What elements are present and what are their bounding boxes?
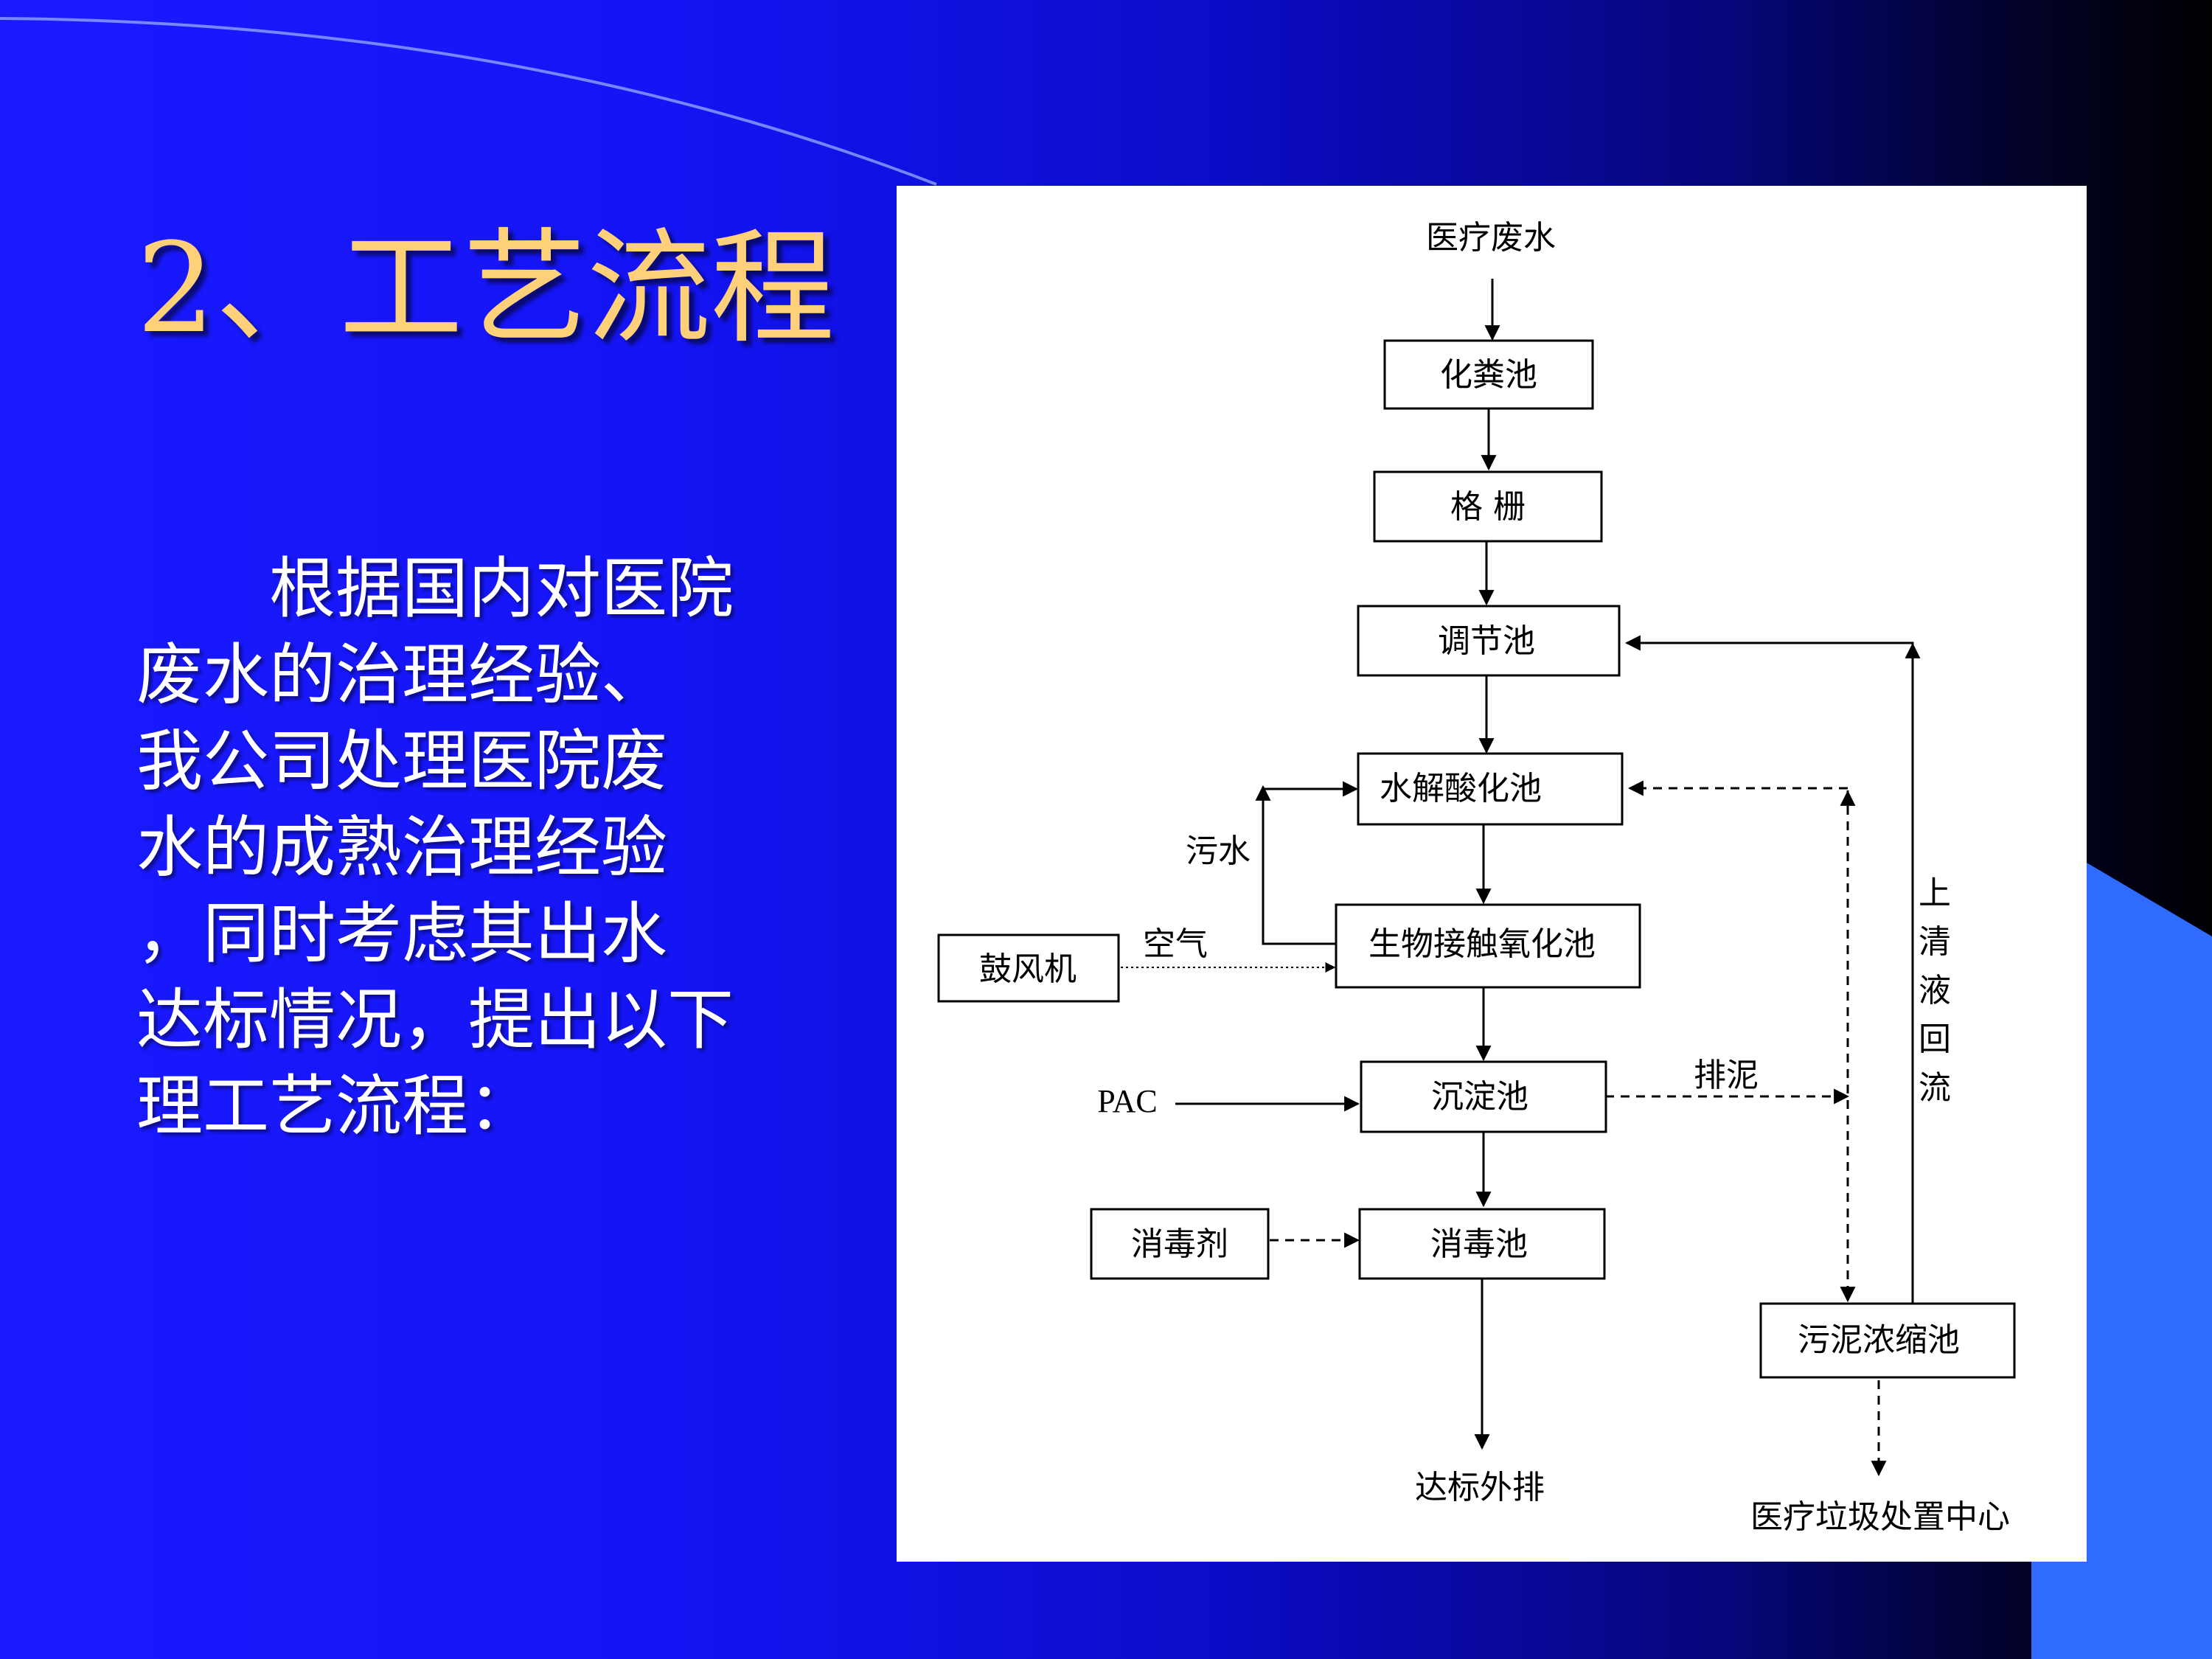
node-label: 鼓风机 <box>979 950 1077 988</box>
body-line: 理工艺流程： <box>136 1068 535 1145</box>
node-sludge-thickener: 污泥浓缩池 <box>1759 1302 2016 1379</box>
node-label: 沉淀池 <box>1431 1078 1528 1116</box>
node-waste-center-label: 医疗垃圾处置中心 <box>1750 1498 2010 1536</box>
edge-biooxidation-sewage-return <box>1262 781 1359 945</box>
node-label: 水解酸化池 <box>1380 770 1542 807</box>
node-septic-tank: 化粪池 <box>1383 339 1594 410</box>
node-pac-label: PAC <box>1097 1083 1158 1119</box>
slide-title: 2、工艺流程 <box>136 216 835 361</box>
edge-label-sludge: 排泥 <box>1694 1057 1759 1094</box>
supernatant-char: 上 <box>1919 874 1951 912</box>
body-paragraph: 根据国内对医院 废水的治理经验、 我公司处理医院废 水的成熟治理经验 ，同时考虑… <box>136 546 822 1150</box>
bottom-right-accent <box>2031 863 2212 1659</box>
edge-label-supernatant: 上 清 液 回 流 <box>1919 874 1951 1107</box>
node-label: 格 栅 <box>1450 488 1526 526</box>
body-line: 水的成熟治理经验 <box>136 809 667 886</box>
body-line: ，同时考虑其出水 <box>136 895 667 973</box>
node-label: 污泥浓缩池 <box>1798 1321 1960 1359</box>
node-disinfection-tank: 消毒池 <box>1358 1208 1606 1280</box>
node-bio-oxidation-tank: 生物接触氧化池 <box>1335 903 1641 989</box>
node-label: 消毒剂 <box>1131 1225 1228 1263</box>
supernatant-char: 流 <box>1919 1069 1951 1107</box>
node-label: 化粪池 <box>1440 356 1537 394</box>
node-hydrolysis-tank: 水解酸化池 <box>1357 752 1624 826</box>
node-grille: 格 栅 <box>1373 470 1603 543</box>
node-sedimentation-tank: 沉淀池 <box>1360 1060 1607 1133</box>
body-line: 我公司处理医院废 <box>136 723 667 800</box>
edge-label-air: 空气 <box>1143 925 1208 963</box>
body-line: 根据国内对医院 <box>136 550 734 627</box>
node-label: 消毒池 <box>1430 1225 1528 1263</box>
edge-label-sewage: 污水 <box>1186 832 1251 870</box>
body-line: 达标情况，提出以下 <box>136 981 734 1059</box>
process-flowchart: 化粪池 格 栅 调节池 水解酸化池 生物接触氧化池 鼓风机 <box>937 219 2016 1536</box>
node-equalization-tank: 调节池 <box>1357 605 1621 677</box>
flowchart-panel: 化粪池 格 栅 调节池 水解酸化池 生物接触氧化池 鼓风机 <box>897 186 2087 1562</box>
body-line: 废水的治理经验、 <box>136 636 667 714</box>
supernatant-char: 液 <box>1919 972 1951 1009</box>
supernatant-char: 清 <box>1919 923 1951 961</box>
node-disinfectant: 消毒剂 <box>1090 1208 1270 1280</box>
node-label: 调节池 <box>1438 622 1535 660</box>
node-source-label: 医疗废水 <box>1426 219 1556 257</box>
node-label: 生物接触氧化池 <box>1368 925 1596 963</box>
node-discharge-label: 达标外排 <box>1415 1469 1545 1506</box>
node-blower: 鼓风机 <box>937 933 1120 1003</box>
edge-supernatant-return <box>1624 635 1914 1303</box>
supernatant-char: 回 <box>1919 1020 1951 1058</box>
curved-highlight-line <box>0 17 937 186</box>
